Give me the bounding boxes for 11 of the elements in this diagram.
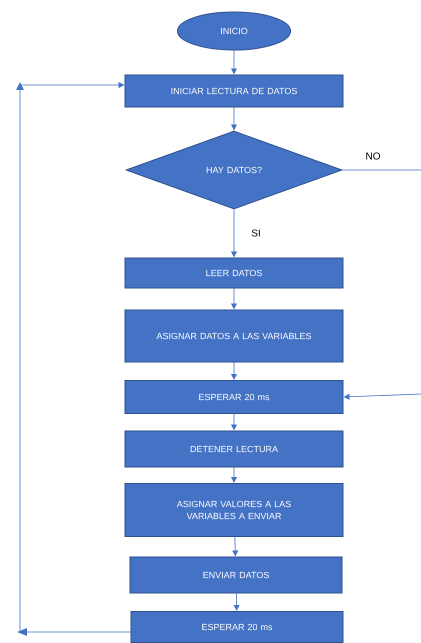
process-box: ENVIAR DATOS [130, 556, 342, 594]
process-box: ASIGNAR DATOS A LAS VARIABLES [124, 310, 344, 362]
process-box: ESPERAR 20 ms [124, 380, 344, 414]
process-box: ESPERAR 20 ms [130, 611, 344, 643]
process-box: ASIGNAR VALORES A LAS VARIABLES A ENVIAR [124, 483, 344, 537]
edge-label: NO [364, 151, 382, 161]
edge-label: SI [250, 228, 262, 238]
process-box: LEER DATOS [124, 258, 344, 288]
process-box: DETENER LECTURA [124, 430, 344, 468]
process-box: INICIAR LECTURA DE DATOS [124, 74, 344, 108]
arrow [16, 82, 131, 636]
